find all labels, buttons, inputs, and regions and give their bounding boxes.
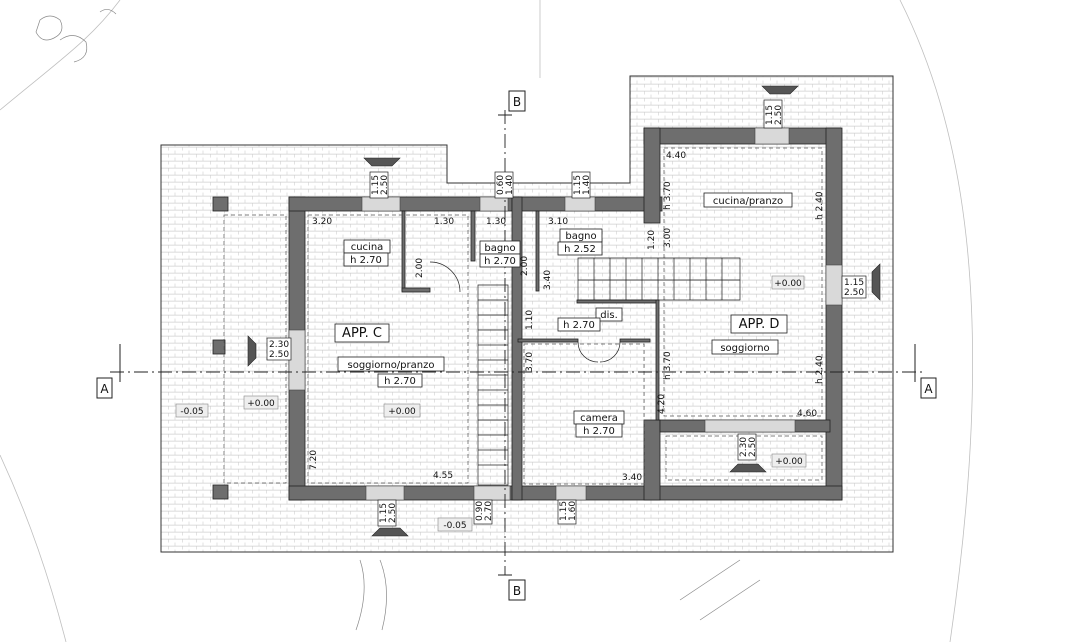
room-name: cucina (351, 242, 384, 253)
window-width: 1.15 (379, 503, 389, 523)
window-height: 1.40 (582, 175, 592, 195)
room-name: camera (580, 413, 618, 424)
dimension: 1.30 (434, 217, 454, 227)
dimension: 7.20 (309, 450, 319, 470)
window-width: 1.15 (371, 175, 381, 195)
window-width: 1.15 (559, 501, 569, 521)
window-width: 0.90 (475, 501, 485, 521)
window-tag: 1.15 1.60 (557, 499, 578, 525)
elevation-markers (247, 85, 881, 537)
window-width: 1.15 (765, 105, 775, 125)
dimension: 1.30 (486, 217, 506, 227)
dimension: 3.10 (548, 217, 568, 227)
dimension: 2.00 (520, 256, 530, 276)
dimension: h 3.70 (663, 351, 673, 380)
dimension: 4.60 (797, 409, 817, 419)
window-tags: 1.15 2.50 0.60 1.40 1.15 1.40 1.15 2.50 … (266, 99, 867, 527)
stairs (477, 257, 741, 486)
window-tag: 1.15 2.50 (369, 171, 390, 199)
window-width: 1.15 (573, 175, 583, 195)
window-tag: 2.30 2.50 (266, 337, 292, 361)
window-height: 1.60 (568, 501, 578, 521)
window-tag: 1.15 2.50 (763, 99, 784, 129)
dimension: 3.40 (543, 270, 553, 290)
dimension: 3.70 (525, 352, 535, 372)
floor-level: +0.00 (775, 457, 803, 467)
room-name: bagno (565, 231, 596, 242)
room-height: h 2.70 (563, 320, 595, 331)
apartment-name: APP. C (342, 326, 382, 341)
section-label: B (513, 584, 521, 598)
window-width: 2.30 (269, 340, 289, 350)
floor-level: +0.00 (247, 399, 275, 409)
section-ticks (119, 114, 916, 576)
floor-level: +0.00 (388, 407, 416, 417)
window-tag: 0.90 2.70 (473, 499, 494, 525)
room-height: h 2.52 (564, 244, 596, 255)
dimensions: 3.20 4.55 7.20 2.00 1.30 1.30 2.00 3.10 … (309, 151, 825, 483)
dimension: 3.40 (622, 473, 642, 483)
dimension: h 2.40 (815, 355, 825, 384)
section-label: B (513, 95, 521, 109)
room-name: cucina/pranzo (713, 196, 783, 207)
window-height: 2.50 (748, 437, 758, 457)
window-tag: 1.15 2.50 (377, 499, 398, 527)
window-height: 2.50 (844, 288, 864, 298)
floor-level: -0.05 (443, 521, 466, 531)
section-label: A (924, 382, 933, 396)
dimension: 3.20 (312, 217, 332, 227)
dimension: 2.00 (415, 258, 425, 278)
dimension: h 2.40 (815, 191, 825, 220)
apartment-name: APP. D (739, 317, 780, 332)
floor-level: -0.05 (180, 407, 203, 417)
window-tag: 0.60 1.40 (494, 171, 515, 199)
room-name: soggiorno/pranzo (348, 360, 435, 371)
floor-level: +0.00 (774, 279, 802, 289)
dimension: 1.20 (647, 230, 657, 250)
app-c-labels: APP. C soggiorno/pranzo h 2.70 +0.00 cuc… (175, 239, 521, 532)
room-height: h 2.70 (350, 255, 382, 266)
window-height: 2.70 (484, 501, 494, 521)
section-marker-a-right: A (920, 377, 937, 399)
room-height: h 2.70 (583, 426, 615, 437)
room-name: dis. (600, 310, 618, 321)
terrain-lines (0, 0, 974, 642)
app-d-labels: APP. D cucina/pranzo +0.00 soggiorno bag… (557, 192, 807, 468)
section-marker-b-top: B (508, 90, 526, 112)
dimension: 4.55 (433, 471, 453, 481)
room-height: h 2.70 (484, 256, 516, 267)
window-openings (288, 127, 843, 501)
dimension: 4.40 (666, 151, 686, 161)
dimension: 1.10 (525, 310, 535, 330)
window-tag: 1.15 1.40 (571, 171, 592, 199)
dimension: h 3.70 (663, 181, 673, 210)
window-height: 1.40 (505, 175, 515, 195)
room-height: h 2.70 (384, 376, 416, 387)
window-width: 2.30 (739, 437, 749, 457)
dimension: 3.00 (663, 228, 673, 248)
window-tag: 2.30 2.50 (737, 433, 758, 461)
window-height: 2.50 (388, 503, 398, 523)
window-height: 2.50 (774, 105, 784, 125)
room-name: bagno (484, 243, 515, 254)
doors (429, 261, 621, 363)
dimension: 4.20 (657, 394, 667, 414)
room-name: soggiorno (720, 343, 769, 354)
window-width: 1.15 (844, 278, 864, 288)
section-label: A (100, 382, 109, 396)
window-height: 2.50 (269, 350, 289, 360)
vegetation (35, 9, 761, 631)
window-tag: 1.15 2.50 (841, 275, 867, 299)
window-height: 2.50 (380, 175, 390, 195)
window-width: 0.60 (496, 175, 506, 195)
section-marker-a-left: A (96, 377, 113, 399)
section-marker-b-bottom: B (508, 579, 526, 601)
